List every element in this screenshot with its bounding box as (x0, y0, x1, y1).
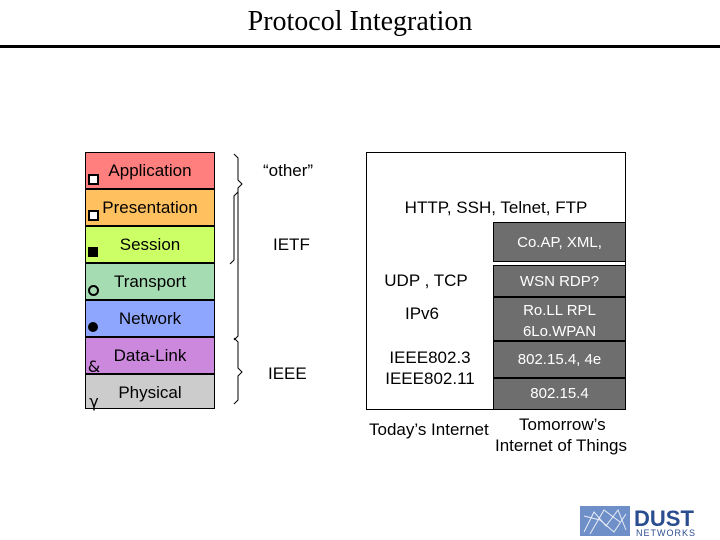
ietf-bracket (229, 191, 239, 265)
tomorrow-transport-cell: WSN RDP? (493, 265, 626, 297)
layer-label: Presentation (102, 198, 198, 217)
mesh-icon (583, 508, 627, 535)
layer-data-link: Data-Link (85, 337, 215, 374)
tomorrow-link-cell: 802.15.4, 4e (493, 341, 626, 378)
layer-label: Network (118, 309, 182, 328)
layer-label: Application (108, 161, 192, 180)
dot-bullet-icon (88, 322, 98, 332)
tomorrow-network-cell: Ro.LL RPL 6Lo.WPAN (493, 297, 626, 341)
caption-tomorrows: Tomorrow’s (519, 415, 606, 434)
layer-physical: Physical (85, 374, 215, 409)
page-title: Protocol Integration (247, 6, 473, 37)
today-transport-protocols: UDP , TCP (384, 271, 468, 290)
tomorrow-physical-protocol: 802.15.4 (530, 385, 589, 402)
layer-label: Transport (113, 272, 187, 291)
group-label-ietf: IETF (273, 235, 310, 254)
logo-word: DUST (634, 506, 694, 531)
logo-subtitle: NETWORKS (636, 528, 696, 538)
dust-networks-logo: DUST NETWORKS (580, 506, 696, 538)
tomorrow-application-protocols: Co.AP, XML, (517, 234, 602, 251)
tomorrow-network-protocol-2: 6Lo.WPAN (522, 323, 597, 340)
today-network-protocol: IPv6 (404, 304, 440, 323)
layer-application: Application (85, 152, 215, 189)
group-brackets (229, 153, 243, 405)
ring-bullet-icon (88, 285, 99, 296)
title-divider (0, 45, 720, 48)
ampersand-bullet-icon: & (87, 357, 101, 376)
layer-presentation: Presentation (85, 189, 215, 226)
square-bullet-icon (88, 210, 99, 221)
layer-label: Data-Link (113, 346, 187, 365)
filled-square-bullet-icon (88, 247, 98, 257)
other-bracket (233, 153, 243, 341)
ieee-bracket (233, 337, 243, 405)
tomorrow-application-cell: Co.AP, XML, (493, 222, 626, 262)
today-link-protocol-1: IEEE802.3 (389, 348, 471, 367)
gamma-bullet-icon: γ (89, 392, 99, 411)
layer-label: Physical (118, 383, 182, 402)
tomorrow-transport-protocol: WSN RDP? (519, 273, 600, 290)
layer-network: Network (85, 300, 215, 337)
tomorrow-link-protocol: 802.15.4, 4e (517, 351, 602, 368)
tomorrow-physical-cell: 802.15.4 (493, 378, 626, 410)
layer-label: Session (119, 235, 181, 254)
square-bullet-icon (88, 174, 99, 185)
group-label-other: “other” (263, 161, 314, 180)
layer-session: Session (85, 226, 215, 263)
caption-todays-internet: Today’s Internet (369, 420, 489, 439)
caption-internet-of-things: Internet of Things (495, 436, 627, 455)
group-label-ieee: IEEE (268, 364, 307, 383)
tomorrow-network-protocol-1: Ro.LL RPL (523, 302, 596, 319)
today-link-protocol-2: IEEE802.11 (385, 369, 475, 388)
layer-transport: Transport (85, 263, 215, 300)
today-application-protocols: HTTP, SSH, Telnet, FTP (404, 198, 588, 217)
